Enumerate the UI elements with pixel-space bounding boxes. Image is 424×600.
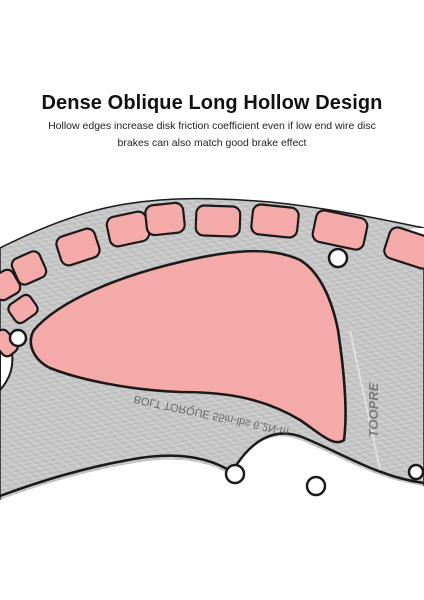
rim-slots	[0, 201, 424, 302]
rotor-brand-logo: TOOPRE	[366, 382, 381, 437]
subheadline-line-1: Hollow edges increase disk friction coef…	[48, 120, 376, 132]
rotor-highlight	[349, 329, 381, 471]
main-hollow	[29, 249, 347, 444]
headline: Dense Oblique Long Hollow Design	[41, 92, 383, 114]
subheadline-line-2: brakes can also match good brake effect	[117, 137, 307, 149]
mounting-holes	[8, 247, 424, 497]
